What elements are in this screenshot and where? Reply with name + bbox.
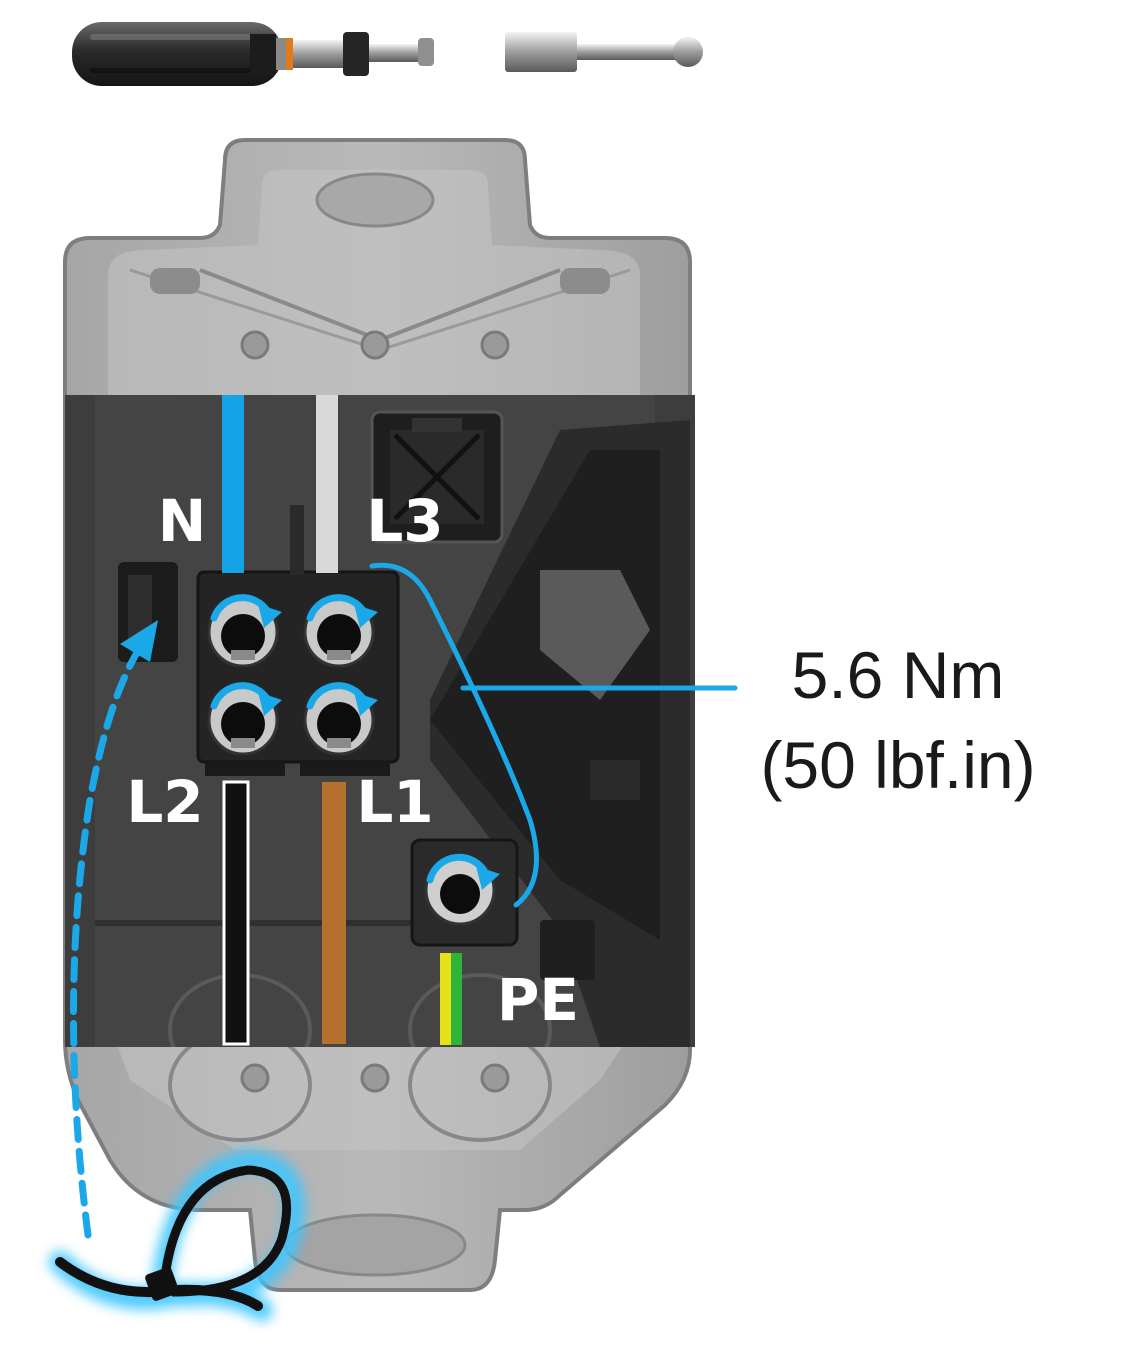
wire-l1 [322,782,346,1044]
terminal-screw-n [207,596,279,668]
label-neutral: N [158,487,207,555]
wire-l3 [316,395,338,573]
label-l2: L2 [126,768,203,836]
terminal-screw-l3 [303,596,375,668]
label-l3: L3 [366,487,443,555]
label-pe: PE [497,966,579,1034]
torque-imperial: (50 lbf.in) [760,728,1035,802]
wire-l2 [222,780,250,1046]
network-connector [370,410,504,544]
ball-hex-bit-icon [505,32,703,72]
wire-pe [440,953,462,1045]
cable-tie-icon [49,1149,305,1321]
label-l1: L1 [356,768,433,836]
terminal-screw-l2 [207,684,279,756]
rotate-arrowheads [258,604,500,890]
wire-neutral [222,395,244,573]
terminal-screw-l1 [303,684,375,756]
torque-screwdriver-icon [72,22,434,86]
torque-metric: 5.6 Nm [792,638,1005,712]
cable-routing-arrow [69,620,158,1239]
torque-callout-bracket [369,562,738,908]
